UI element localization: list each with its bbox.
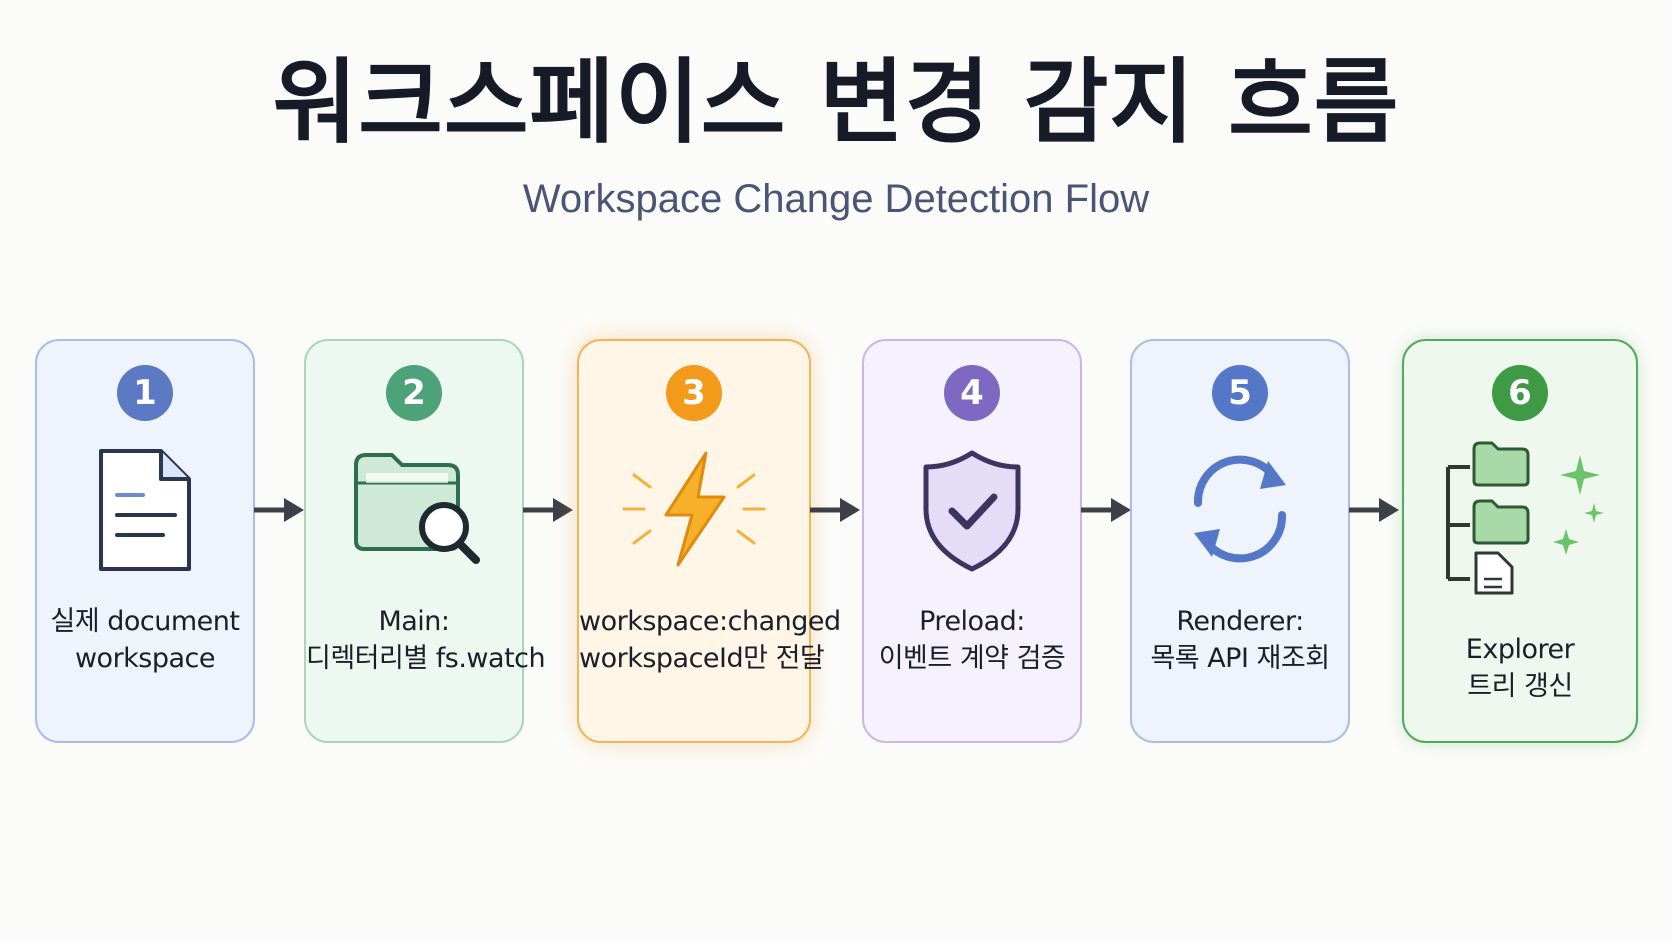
arrow-right-icon [1081, 498, 1131, 522]
arrow-4-to-5 [1081, 495, 1133, 529]
refresh-icon [1193, 455, 1287, 563]
lightning-icon [622, 451, 766, 567]
shield-check-icon [923, 450, 1021, 572]
step-2-card: 2 Main: 디렉터리별 fs.watch [304, 339, 546, 743]
arrow-1-to-2 [254, 495, 306, 529]
step-1-label: 실제 document workspace [50, 606, 241, 674]
step-1-badge: 1 [117, 365, 173, 421]
arrow-2-to-3 [523, 495, 575, 529]
step-3-card: 3 workspace:changed workspaceId만 전달 [577, 339, 841, 743]
step-6-badge: 6 [1492, 365, 1548, 421]
step-6-label: Explorer 트리 갱신 [1465, 634, 1575, 702]
step-3-label: workspace:changed workspaceId만 전달 [579, 606, 841, 674]
arrow-right-icon [254, 498, 304, 522]
document-icon [99, 449, 191, 571]
step-4-card: 4 Preload: 이벤트 계약 검증 [862, 339, 1082, 743]
diagram-title: 워크스페이스 변경 감지 흐름 [272, 49, 1400, 156]
file-tree-icon [1446, 441, 1604, 595]
step-1-card: 1 실제 document workspace [35, 339, 255, 743]
arrow-right-icon [810, 498, 860, 522]
step-5-badge: 5 [1212, 365, 1268, 421]
arrow-right-icon [1349, 498, 1399, 522]
arrow-3-to-4 [810, 495, 862, 529]
step-3-badge: 3 [666, 365, 722, 421]
folder-search-icon [354, 453, 480, 564]
arrow-right-icon [523, 498, 573, 522]
step-5-label: Renderer: 목록 API 재조회 [1150, 606, 1330, 674]
step-2-badge: 2 [386, 365, 442, 421]
arrow-5-to-6 [1349, 495, 1401, 529]
step-4-label: Preload: 이벤트 계약 검증 [878, 606, 1066, 674]
step-4-badge: 4 [944, 365, 1000, 421]
step-2-label: Main: 디렉터리별 fs.watch [306, 606, 546, 674]
step-6-card: 6 Explorer 트리 갱신 [1402, 339, 1638, 743]
diagram-subtitle: Workspace Change Detection Flow [522, 177, 1150, 221]
step-5-card: 5 Renderer: 목록 API 재조회 [1130, 339, 1350, 743]
